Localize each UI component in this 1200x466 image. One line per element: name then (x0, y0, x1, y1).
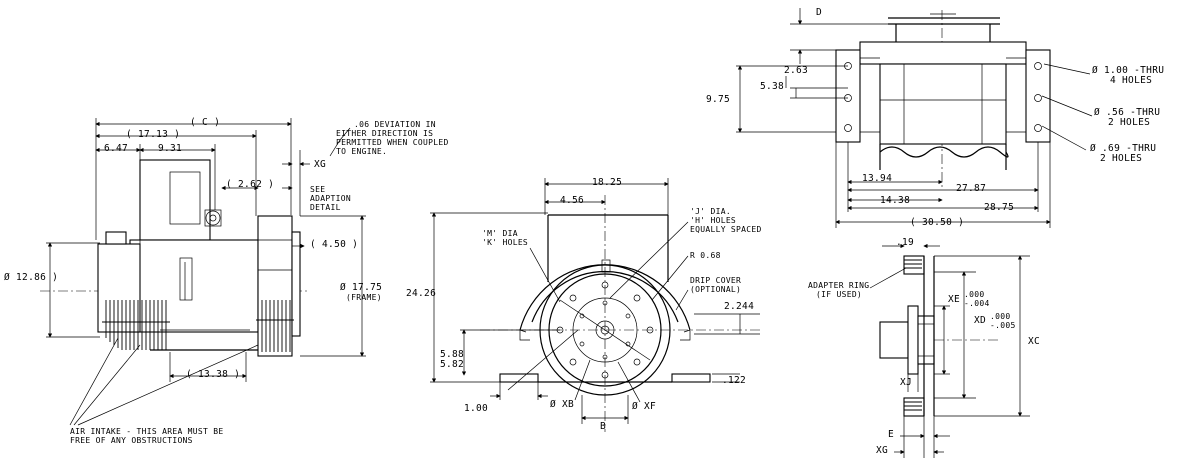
dim-1-00: 1.00 (464, 403, 489, 414)
see-adaption-3: DETAIL (310, 203, 341, 212)
see-adaption-2: ADAPTION (310, 194, 351, 203)
hole-callout-1-line2: 4 HOLES (1110, 75, 1153, 86)
hole-callout-3-line2: 2 HOLES (1100, 153, 1143, 164)
hole-callout-2-line1: Ø .56 -THRU (1094, 107, 1161, 118)
dim-2-63: 2.63 (784, 65, 809, 76)
dim-xe-tol-1: .000 (964, 290, 985, 299)
dim-13-38: ( 13.38 ) (186, 369, 241, 380)
dim-28-75: 28.75 (984, 202, 1015, 213)
dim-5-38: 5.38 (760, 81, 785, 92)
hole-callout-1-line1: Ø 1.00 -THRU (1092, 65, 1165, 76)
dim-13-94: 13.94 (862, 173, 893, 184)
hole-callout-2-line2: 2 HOLES (1108, 117, 1151, 128)
dim-24-26: 24.26 (406, 288, 437, 299)
dim-2-62: ( 2.62 ) (226, 179, 275, 190)
xg-label: XG (314, 159, 327, 170)
dim-27-87: 27.87 (956, 183, 987, 194)
air-intake-note-2: FREE OF ANY OBSTRUCTIONS (70, 436, 193, 445)
air-intake-note-1: AIR INTAKE - THIS AREA MUST BE (70, 427, 224, 436)
dim-14-38: 14.38 (880, 195, 911, 206)
dim-17-13: ( 17.13 ) (126, 129, 181, 140)
dim-xb: Ø XB (550, 399, 575, 410)
dim-4-56: 4.56 (560, 195, 585, 206)
dim-xe-tol-2: -.004 (964, 299, 990, 308)
deviation-note-2: EITHER DIRECTION IS (336, 129, 434, 138)
r-0-68-label: R 0.68 (690, 251, 721, 260)
dim-xd: XD (974, 315, 987, 326)
dim-18-25: 18.25 (592, 177, 623, 188)
dim-xg-bottom: XG (876, 445, 889, 456)
dim-9-75: 9.75 (706, 94, 731, 105)
m-dia-label-2: 'K' HOLES (482, 238, 529, 247)
dim-6-47: 6.47 (104, 143, 129, 154)
dim-c: ( C ) (190, 117, 221, 128)
deviation-note-4: TO ENGINE. (336, 147, 388, 156)
j-dia-label-1: 'J' DIA. (690, 207, 731, 216)
top-view (736, 8, 1093, 228)
dim-4-50: ( 4.50 ) (310, 239, 359, 250)
deviation-note-3: PERMITTED WHEN COUPLED (336, 138, 449, 147)
dim-dia-17-75: Ø 17.75 (340, 282, 383, 293)
dim-e: E (888, 429, 895, 440)
dim-frame-label: (FRAME) (346, 293, 382, 302)
side-view (40, 118, 366, 426)
dim-xd-tol-1: .000 (990, 312, 1011, 321)
adapter-ring-label-1: ADAPTER RING (808, 281, 870, 290)
m-dia-label-1: 'M' DIA (482, 229, 518, 238)
dim-5-88: 5.88 (440, 349, 465, 360)
drip-cover-label-1: DRIP COVER (690, 276, 742, 285)
drip-cover-label-2: (OPTIONAL) (690, 285, 742, 294)
dim-9-31: 9.31 (158, 143, 183, 154)
adapter-ring-label-2: (IF USED) (816, 290, 863, 299)
dim-dia-12-86: Ø 12.86 ) (4, 272, 59, 283)
dim-xf: Ø XF (632, 401, 657, 412)
dim-5-82: 5.82 (440, 359, 465, 370)
dim-xe: XE (948, 294, 961, 305)
dim-30-50: ( 30.50 ) (910, 217, 965, 228)
dim-xj: XJ (900, 377, 913, 388)
j-dia-label-2: 'H' HOLES (690, 216, 737, 225)
dim-d: D (816, 7, 823, 18)
adapter-detail (869, 243, 1030, 458)
see-adaption-1: SEE (310, 185, 326, 194)
dim-2-244: 2.244 (724, 301, 755, 312)
dim-0-122: .122 (722, 375, 747, 386)
j-dia-label-3: EQUALLY SPACED (690, 225, 762, 234)
dim-xd-tol-2: -.005 (990, 321, 1016, 330)
dim-b: B (600, 421, 607, 432)
deviation-note-1: .06 DEVIATION IN (354, 120, 436, 129)
dim-xc: XC (1028, 336, 1041, 347)
end-view (430, 178, 760, 432)
dim-0-19: .19 (896, 237, 915, 248)
hole-callout-3-line1: Ø .69 -THRU (1090, 143, 1157, 154)
